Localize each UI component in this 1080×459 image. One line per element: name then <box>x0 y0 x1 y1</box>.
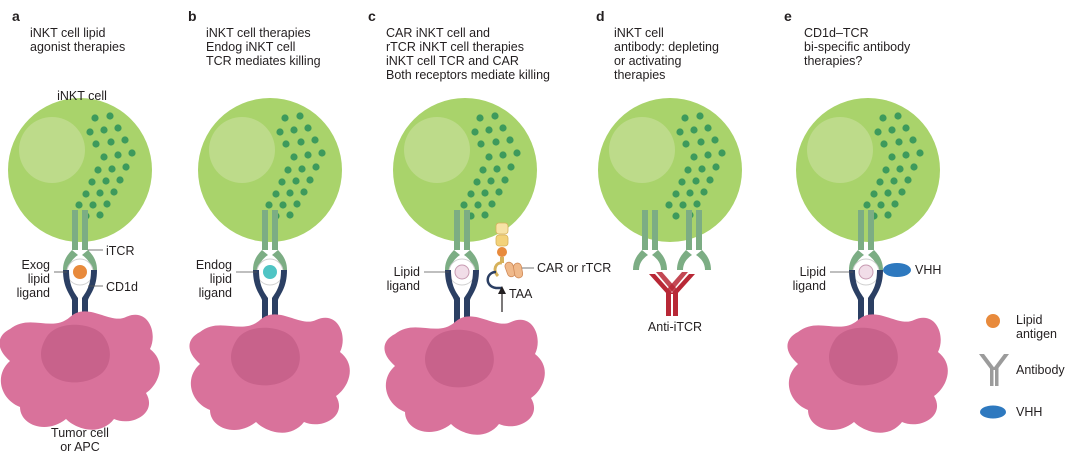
panel-letter-a: a <box>12 8 20 24</box>
panel-b-group <box>189 98 350 433</box>
panel-e-group <box>787 98 948 433</box>
label-lipid-ligand-c: Lipid ligand <box>386 265 420 293</box>
label-exog-lipid-ligand: Exog lipid ligand <box>16 258 50 300</box>
panel-c-group <box>384 98 545 435</box>
panel-letter-b: b <box>188 8 197 24</box>
vhh-icon <box>980 405 1006 419</box>
panel-d-group <box>598 98 742 316</box>
panel-letter-e: e <box>784 8 792 24</box>
tumor-nucleus-a <box>41 324 110 383</box>
label-inkt-cell: iNKT cell <box>57 89 107 103</box>
label-itcr: iTCR <box>106 244 135 258</box>
panel-title-b: iNKT cell therapies Endog iNKT cell TCR … <box>206 26 321 68</box>
panel-title-a: iNKT cell lipid agonist therapies <box>30 26 126 54</box>
legend-label-lipid-antigen: Lipid antigen <box>1016 313 1058 341</box>
label-lipid-ligand-e: Lipid ligand <box>792 265 826 293</box>
lipid-antigen-icon <box>986 314 1000 328</box>
exog-lipid-icon <box>73 265 87 279</box>
label-taa: TAA <box>509 287 533 301</box>
legend-label-vhh: VHH <box>1016 405 1043 419</box>
legend-label-antibody: Antibody <box>1016 363 1065 377</box>
panel-title-e: CD1d–TCR bi-specific antibody therapies? <box>804 26 911 68</box>
antibody-icon <box>979 354 1009 386</box>
panel-title-d: iNKT cell antibody: depleting or activat… <box>614 26 719 82</box>
taa-icon <box>486 270 502 290</box>
label-anti-itcr: Anti-iTCR <box>647 320 703 334</box>
inkt-nucleus-a <box>19 117 85 183</box>
vhh-bispecific-icon <box>883 263 911 277</box>
panel-letter-d: d <box>596 8 605 24</box>
lipid-ligand-icon-e <box>858 264 874 280</box>
lipid-ligand-icon-c <box>454 264 470 280</box>
anti-itcr-antibody <box>649 272 695 316</box>
panel-title-c: CAR iNKT cell and rTCR iNKT cell therapi… <box>386 26 550 82</box>
panel-letter-c: c <box>368 8 376 24</box>
label-vhh: VHH <box>915 263 942 277</box>
label-endog-lipid-ligand: Endog lipid ligand <box>195 258 232 300</box>
endog-lipid-icon <box>263 265 277 279</box>
label-car-or-rtcr: CAR or rTCR <box>537 261 612 275</box>
car-receptor <box>493 222 524 279</box>
label-cd1d: CD1d <box>106 280 138 294</box>
label-tumor-cell: Tumor cell or APC <box>51 426 109 454</box>
panel-a-group <box>0 98 160 430</box>
